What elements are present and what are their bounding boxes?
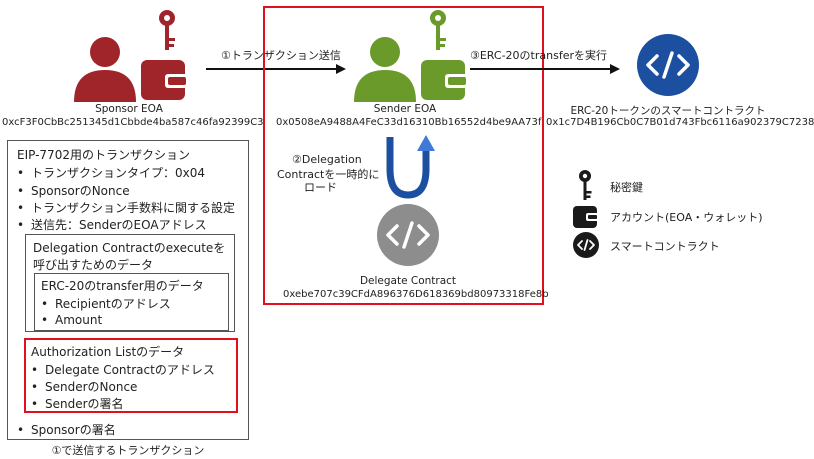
delegation-title-line1: Delegation Contractのexecuteを (33, 241, 226, 255)
key-icon (430, 10, 446, 50)
erc20-label: ERC-20トークンのスマートコントラクト (570, 105, 766, 117)
step2-label-line2: Contractを一時的に (277, 168, 380, 181)
step2-label-line3: ロード (304, 181, 337, 194)
transfer-item: Recipientのアドレス (41, 295, 171, 312)
transfer-item: Amount (41, 313, 102, 327)
wallet-icon (573, 206, 599, 228)
step1-label: ①トランザクション送信 (221, 49, 341, 62)
arrow-step3 (470, 64, 620, 74)
authorization-title: Authorization Listのデータ (31, 345, 185, 359)
authorization-item: SenderのNonce (31, 378, 137, 395)
tx-title: EIP-7702用のトランザクション (17, 148, 190, 162)
tx-item: トランザクションタイプ：0x04 (17, 164, 205, 181)
delegation-title-line2: 呼び出すためのデータ (33, 258, 154, 272)
code-icon (637, 34, 699, 96)
delegate-address: 0xebe707c39CFdA896376D618369bd80973318Fe… (283, 289, 549, 300)
wallet-icon (141, 60, 189, 100)
authorization-item: Senderの署名 (31, 395, 124, 412)
person-icon (74, 37, 136, 102)
key-icon (159, 10, 175, 50)
wallet-icon (421, 60, 469, 100)
legend-wallet-label: アカウント(EOA・ウォレット) (610, 211, 763, 224)
legend-key-label: 秘密鍵 (610, 181, 643, 194)
authorization-item: Delegate Contractのアドレス (31, 361, 215, 378)
transfer-title: ERC-20のtransfer用のデータ (41, 279, 204, 293)
erc20-address: 0x1c7D4B196Cb0C7B01d743Fbc6116a902379C72… (546, 117, 814, 128)
sender-frame (263, 6, 544, 305)
code-icon (377, 204, 439, 266)
sponsor-label: Sponsor EOA (95, 103, 163, 115)
tx-caption: ①で送信するトランザクション (51, 444, 205, 457)
person-icon (354, 37, 416, 102)
legend-code-label: スマートコントラクト (610, 240, 720, 253)
delegate-label: Delegate Contract (359, 275, 457, 287)
sponsor-address: 0xcF3F0CbBc251345d1Cbbde4ba587c46fa92399… (2, 117, 264, 128)
tx-item: SponsorのNonce (17, 182, 130, 199)
tx-item: トランザクション手数料に関する設定 (17, 199, 235, 216)
step2-label-line1: ②Delegation (292, 153, 362, 166)
tx-footer-item: Sponsorの署名 (17, 421, 116, 438)
key-icon (579, 170, 592, 200)
sender-address: 0x0508eA9488A4FeC33d16310Bb16552d4be9AA7… (276, 117, 542, 128)
step3-label: ③ERC-20のtransferを実行 (470, 49, 607, 62)
arrow-step1 (206, 64, 346, 74)
sender-label: Sender EOA (373, 103, 437, 115)
tx-item: 送信先：SenderのEOAアドレス (17, 216, 207, 233)
authorization-list-box (24, 338, 238, 413)
code-icon (573, 232, 599, 258)
arrow-step2 (386, 135, 435, 199)
